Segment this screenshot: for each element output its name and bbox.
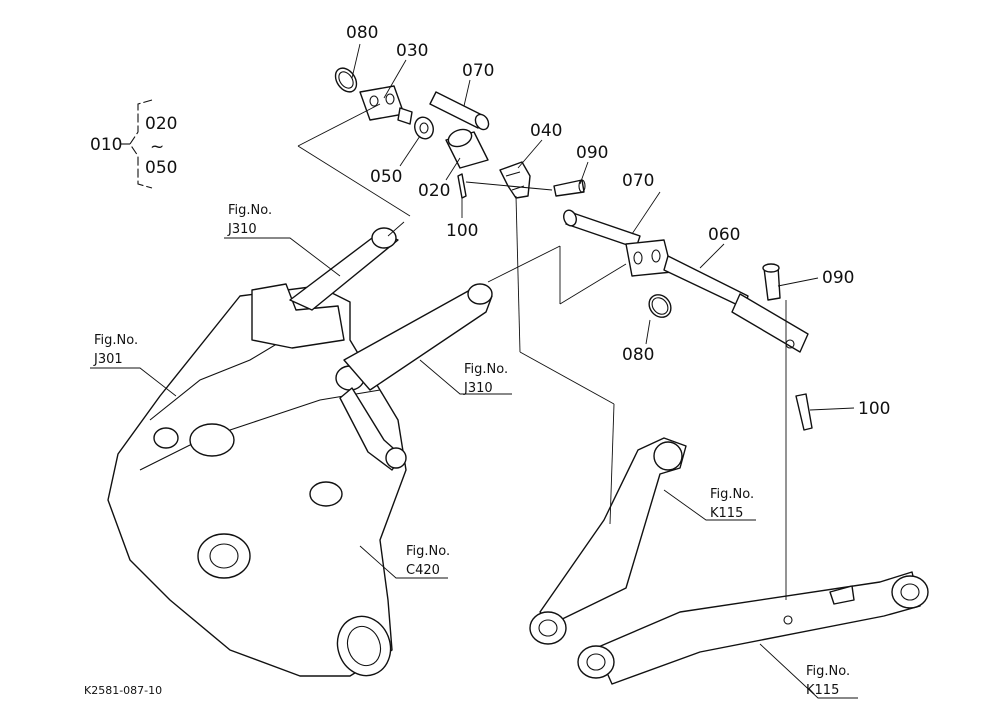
lower-link-bottom (595, 571, 921, 685)
split-pin-100-right (795, 393, 813, 431)
lower-link-ball-right (891, 575, 929, 609)
housing-port (189, 423, 235, 457)
lower-link-ball-left (529, 611, 567, 645)
reference-lines (297, 103, 787, 600)
figref-c420-code: C420 (406, 563, 440, 578)
figref-j301-title: Fig.No. (94, 333, 138, 348)
bracket-040 (499, 161, 531, 199)
callout-080-top: 080 (346, 23, 378, 43)
figref-j310-top-title: Fig.No. (228, 203, 272, 218)
callout-070-top: 070 (462, 61, 494, 81)
figref-k115-bottom-title: Fig.No. (806, 664, 850, 679)
callout-020: 020 (418, 181, 450, 201)
lower-link-ball-bottom (577, 645, 615, 679)
callout-100-right: 100 (858, 399, 890, 419)
top-turnbuckle-parts (334, 67, 586, 199)
split-pin-100-mid (457, 173, 467, 199)
leader-lines (90, 43, 858, 699)
figref-k115-mid-code: K115 (710, 506, 743, 521)
yoke-030 (359, 85, 405, 121)
figure-references: Fig.No. J310 Fig.No. J301 Fig.No. J310 F… (93, 203, 850, 698)
callout-080-bottom: 080 (622, 345, 654, 365)
assembly-020-label: 020 (145, 114, 177, 134)
assembly-050-label: 050 (145, 158, 177, 178)
lift-arm-upper (289, 231, 399, 311)
figref-j301-code: J301 (93, 352, 123, 367)
figref-c420-title: Fig.No. (406, 544, 450, 559)
lift-arm-lower (343, 289, 493, 391)
callout-100-mid: 100 (446, 221, 478, 241)
lower-link-assembly (529, 437, 929, 685)
figref-j310-mid-code: J310 (463, 381, 493, 396)
snap-ring-080-bottom (648, 294, 672, 318)
callout-090-right: 090 (822, 268, 854, 288)
assembly-range-mark: ~ (150, 137, 164, 157)
pin-070-mid (565, 211, 641, 249)
figref-k115-bottom-code: K115 (806, 683, 839, 698)
callout-040: 040 (530, 121, 562, 141)
callout-070-mid: 070 (622, 171, 654, 191)
transmission-housing (107, 227, 493, 677)
assembly-010-label: 010 (90, 135, 122, 155)
callout-090-top: 090 (576, 143, 608, 163)
washer-050 (414, 116, 434, 140)
drawing-code: K2581-087-10 (84, 684, 162, 697)
callout-060: 060 (708, 225, 740, 245)
callout-030: 030 (396, 41, 428, 61)
snap-ring-080-top (334, 67, 358, 93)
part-callouts: 080 030 070 040 090 070 060 090 080 100 … (346, 23, 890, 419)
callout-050: 050 (370, 167, 402, 187)
pin-070-top (429, 91, 485, 129)
assembly-group-bracket: 010 020 ~ 050 (90, 99, 177, 189)
figref-j310-mid-title: Fig.No. (464, 362, 508, 377)
figref-j310-top-code: J310 (227, 222, 257, 237)
figref-k115-mid-title: Fig.No. (710, 487, 754, 502)
clevis-pin-090-top (553, 179, 585, 197)
lift-rod-parts (563, 209, 813, 431)
